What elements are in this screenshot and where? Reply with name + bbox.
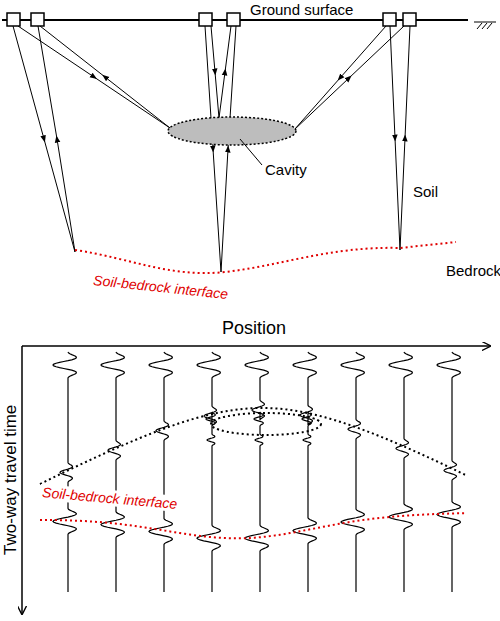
trace-wiggle xyxy=(389,352,412,592)
soil-label: Soil xyxy=(413,183,438,200)
interface-line xyxy=(75,242,456,273)
bedrock-label: Bedrock xyxy=(446,262,500,279)
interface-label: Soil-bedrock interface xyxy=(93,272,229,302)
trace-wiggle xyxy=(341,352,364,592)
ground-hatch xyxy=(474,22,496,29)
interface-line xyxy=(40,513,465,538)
interface-label: Soil-bedrock interface xyxy=(40,484,180,512)
time-axis xyxy=(21,346,23,614)
antenna xyxy=(7,13,416,26)
leader-line xyxy=(240,139,262,165)
trace-wiggle xyxy=(101,352,124,592)
ray-path xyxy=(13,26,410,272)
trace-wiggle xyxy=(293,352,316,592)
cavity-label: Cavity xyxy=(265,161,307,178)
trace-wiggle xyxy=(197,352,220,592)
axis-label: Two-way travel time xyxy=(1,405,21,555)
trace-wiggle xyxy=(53,352,76,592)
cavity-hyperbola xyxy=(40,408,465,484)
trace-wiggle xyxy=(245,352,268,592)
trace-wiggle xyxy=(437,352,460,592)
axis-label: Position xyxy=(222,318,286,339)
surface-label: Ground surface xyxy=(250,1,353,18)
position-axis xyxy=(22,345,490,347)
cavity-ellipse xyxy=(211,413,321,435)
cavity xyxy=(168,117,296,145)
trace-wiggle xyxy=(149,352,172,592)
